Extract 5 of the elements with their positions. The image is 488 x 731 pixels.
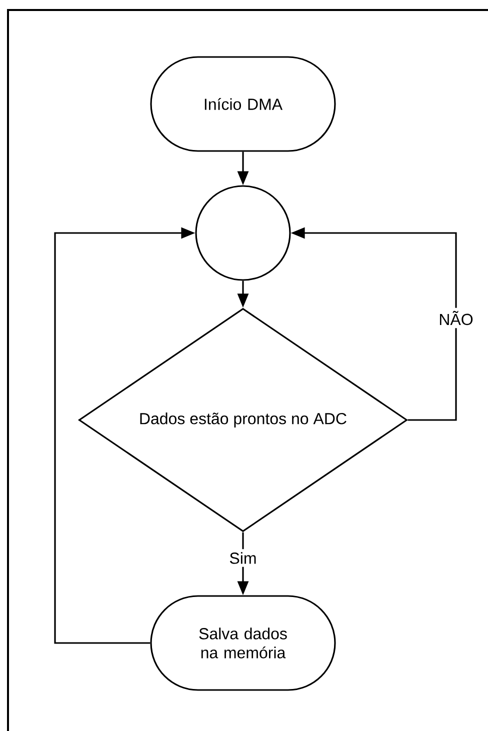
edge-label: Sim [226,549,260,567]
connector-circle [195,185,291,281]
terminal-box: Início DMA [150,56,336,152]
terminal-box: Salva dados na memória [150,595,336,691]
edge-label: NÃO [436,308,476,328]
